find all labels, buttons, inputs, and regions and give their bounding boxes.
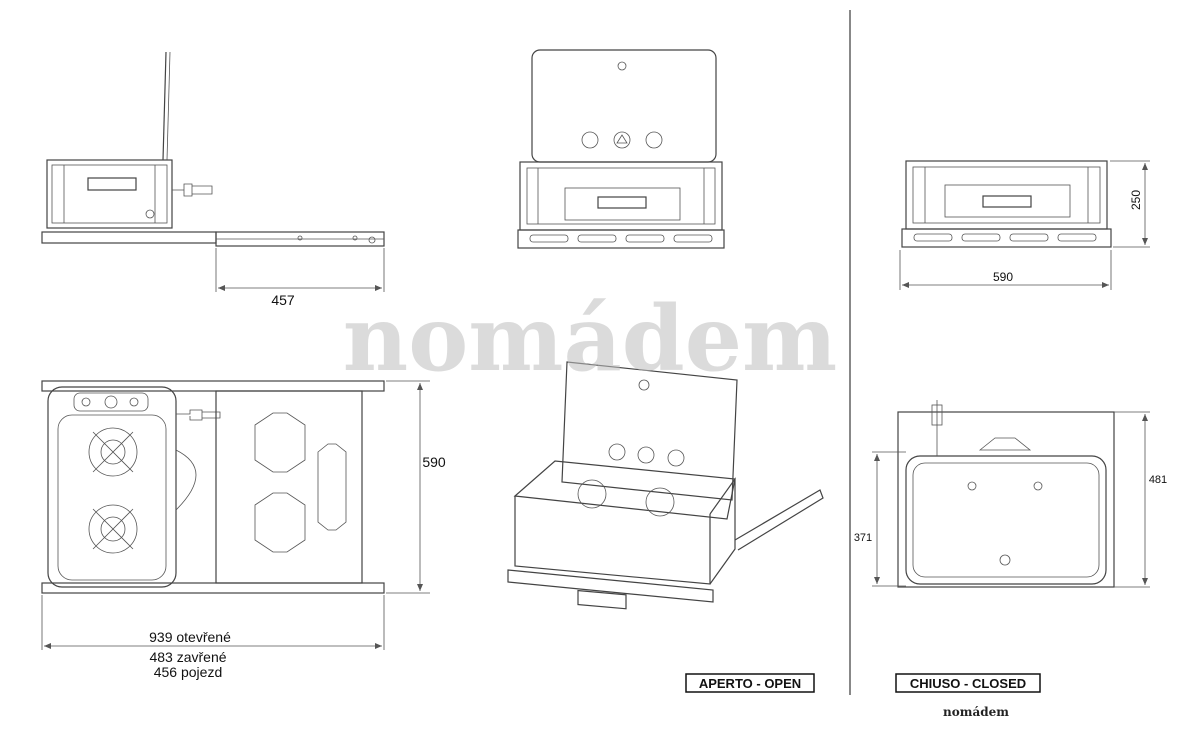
brand-footer: nomádem <box>943 705 1009 719</box>
dim-front-width: 590 <box>993 270 1013 284</box>
top-view-closed: 481 371 <box>854 400 1167 588</box>
dim-front-height: 250 <box>1129 190 1143 210</box>
side-view: 457 <box>41 51 385 308</box>
dim-rail-width: 457 <box>271 292 295 308</box>
label-open: APERTO - OPEN <box>699 676 801 691</box>
dim-closed-inner: 371 <box>854 532 872 544</box>
perspective-view-open <box>507 361 824 610</box>
dim-top-height: 590 <box>422 454 446 470</box>
label-closed-box: CHIUSO - CLOSED <box>895 673 1041 693</box>
dim-closed-depth: 481 <box>1149 474 1167 486</box>
top-view-open: 590 939 otevřené 483 zavřené 456 pojezd <box>41 380 446 680</box>
front-view-open <box>517 49 725 249</box>
dim-travel-length: 456 pojezd <box>154 664 223 680</box>
dim-open-length: 939 otevřené <box>149 629 231 645</box>
front-view-closed: 590 250 <box>899 160 1150 290</box>
dim-closed-length: 483 zavřené <box>149 649 226 665</box>
label-open-box: APERTO - OPEN <box>685 673 815 693</box>
label-closed: CHIUSO - CLOSED <box>910 676 1026 691</box>
watermark-logo: nomádem <box>343 286 837 392</box>
